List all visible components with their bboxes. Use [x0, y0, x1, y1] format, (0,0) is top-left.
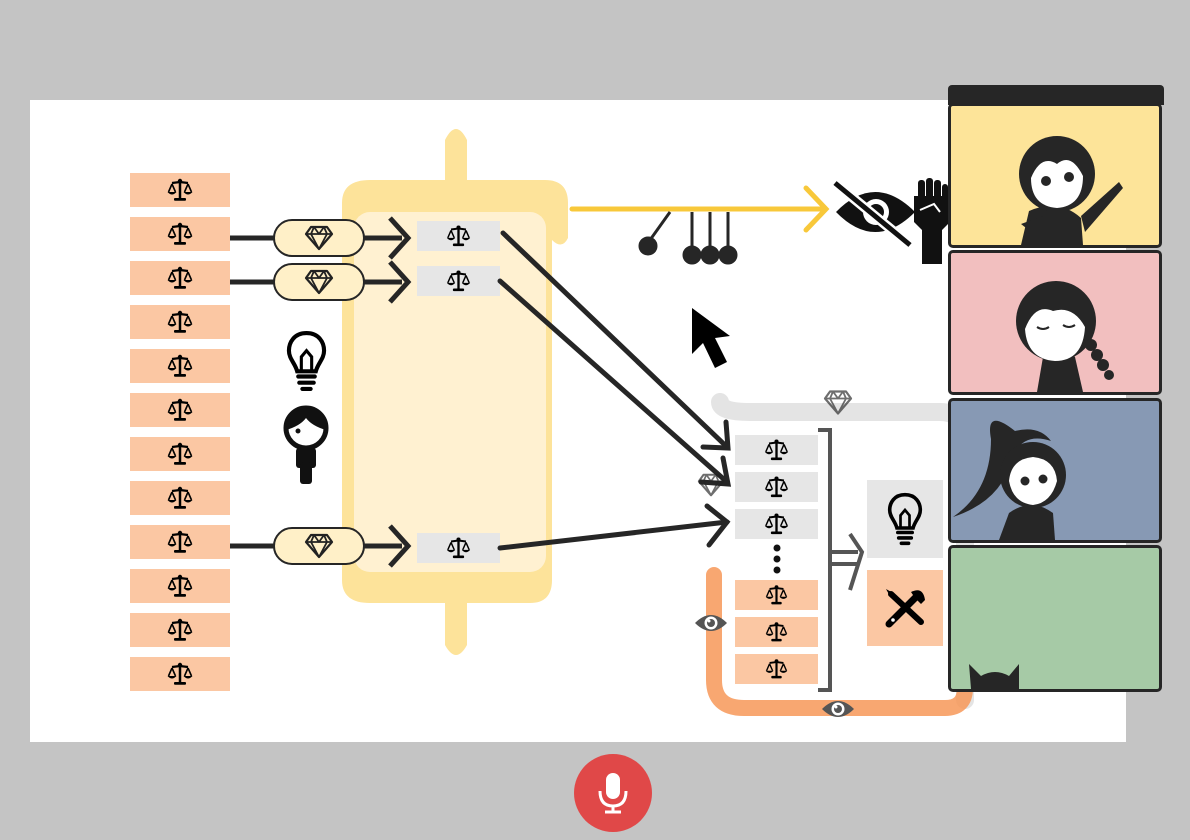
- left-card[interactable]: [130, 437, 230, 471]
- arrow-head: [388, 524, 412, 568]
- left-card[interactable]: [130, 305, 230, 339]
- left-card[interactable]: [130, 481, 230, 515]
- stack-card[interactable]: [735, 472, 818, 502]
- middle-card[interactable]: [417, 266, 500, 296]
- left-card[interactable]: [130, 349, 230, 383]
- lightbulb-icon: [289, 333, 324, 391]
- tools-icon: [885, 589, 925, 628]
- left-connectors: [230, 216, 412, 568]
- stack-card[interactable]: [735, 580, 818, 610]
- gem-pill[interactable]: [273, 219, 365, 257]
- participant-avatar: [1016, 281, 1114, 392]
- left-card[interactable]: [130, 569, 230, 603]
- arrow-head: [388, 260, 412, 304]
- participant-tile-4[interactable]: [948, 545, 1162, 692]
- stack-ellipsis: [773, 544, 781, 574]
- stack-card[interactable]: [735, 509, 818, 539]
- participant-avatar: [953, 420, 1066, 540]
- arrow-head: [388, 216, 412, 260]
- left-card[interactable]: [130, 173, 230, 207]
- gem-pill[interactable]: [273, 527, 365, 565]
- participant-avatar: [1019, 136, 1123, 245]
- participant-tile-1[interactable]: [948, 103, 1162, 248]
- left-card[interactable]: [130, 261, 230, 295]
- video-panel-header[interactable]: [948, 85, 1164, 105]
- cursor-icon: [692, 308, 730, 368]
- yellow-arrow: [569, 185, 830, 233]
- arrow-head: [698, 455, 732, 487]
- gem-pill[interactable]: [273, 263, 365, 301]
- eye-icon: [695, 615, 727, 631]
- arrow-head: [700, 419, 731, 451]
- newtons-cradle-icon: [638, 211, 738, 265]
- left-card[interactable]: [130, 525, 230, 559]
- participant-tile-3[interactable]: [948, 398, 1162, 543]
- stack-card[interactable]: [735, 617, 818, 647]
- left-card-column: [130, 173, 230, 691]
- person-icon: [283, 405, 329, 484]
- right-card-stack: [735, 435, 818, 684]
- microphone-button[interactable]: [574, 754, 652, 832]
- raised-fist-icon: [914, 178, 948, 264]
- left-card[interactable]: [130, 217, 230, 251]
- participant-tile-2[interactable]: [948, 250, 1162, 395]
- stack-card[interactable]: [735, 654, 818, 684]
- left-card[interactable]: [130, 393, 230, 427]
- long-arrow-line: [497, 519, 730, 551]
- middle-card-group: [417, 221, 500, 563]
- left-card[interactable]: [130, 613, 230, 647]
- microphone-icon: [574, 754, 652, 832]
- lightbulb-box[interactable]: [867, 480, 943, 558]
- arrow-head: [704, 503, 731, 548]
- long-arrow-line: [497, 278, 730, 485]
- middle-card[interactable]: [417, 221, 500, 251]
- yellow-highlight-inner: [354, 212, 546, 572]
- long-arrows: [497, 230, 732, 551]
- orange-highlight: [706, 567, 973, 716]
- gem-pill-group: [273, 219, 365, 565]
- yellow-highlight: [342, 129, 568, 655]
- long-arrow-line: [500, 230, 730, 450]
- participant-avatar: [969, 664, 1019, 689]
- eye-slash-icon: [831, 179, 915, 249]
- middle-card[interactable]: [417, 533, 500, 563]
- stack-card[interactable]: [735, 435, 818, 465]
- left-card[interactable]: [130, 657, 230, 691]
- bracket: [818, 428, 865, 692]
